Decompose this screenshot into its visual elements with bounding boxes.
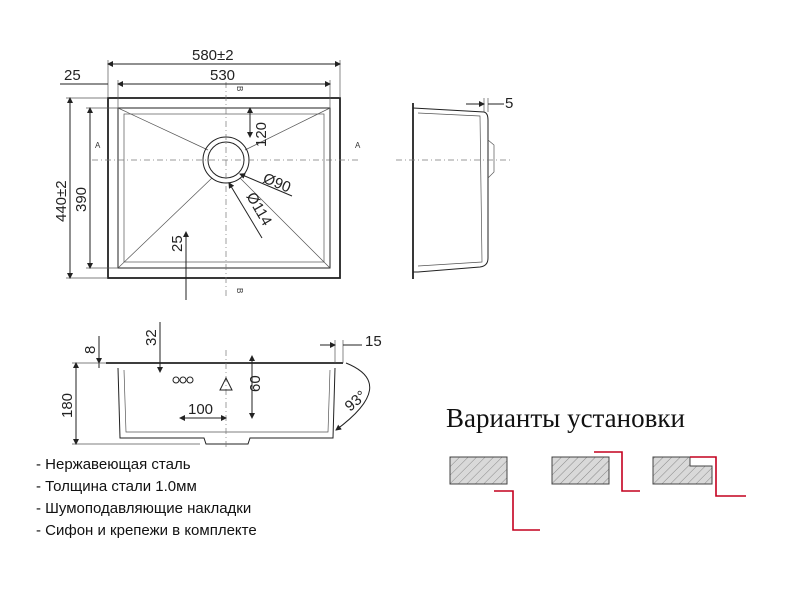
dim-angle: 93° <box>342 387 370 415</box>
dim-flange: 25 <box>64 67 81 84</box>
dim-overflow-width: 100 <box>188 401 213 418</box>
spec-item-material: - Нержавеющая сталь <box>36 456 191 473</box>
dim-outer-width: 580±2 <box>192 47 234 64</box>
dim-drain-offset-top: 120 <box>253 122 270 147</box>
side-view: 5 <box>396 95 513 279</box>
dim-rim: 8 <box>82 346 99 354</box>
install-variant-overmount[interactable] <box>551 451 640 492</box>
section-b-bottom: B <box>235 288 244 293</box>
sink-inner-bowl <box>117 107 331 269</box>
dim-drain-d90: Ø90 <box>261 170 294 196</box>
install-variant-flush[interactable] <box>652 456 746 497</box>
spec-item-siphon: - Сифон и крепежи в комплекте <box>36 522 257 539</box>
spec-list: - Нержавеющая сталь - Толщина стали 1.0м… <box>36 456 257 539</box>
dim-drain-d114: Ø114 <box>243 190 276 229</box>
dim-overflow-height: 60 <box>247 375 264 392</box>
section-a-left: A <box>95 141 101 150</box>
dim-right-flange: 15 <box>365 333 382 350</box>
dim-drain-offset-inner: 25 <box>169 235 186 252</box>
dim-outer-height: 440±2 <box>53 180 70 222</box>
section-a-right: A <box>355 141 361 150</box>
spec-item-noise-pads: - Шумоподавляющие накладки <box>36 500 251 517</box>
install-variant-undermount[interactable] <box>449 456 540 531</box>
sink-outer-outline <box>107 97 341 279</box>
dim-depth: 180 <box>59 393 76 418</box>
spec-item-thickness: - Толщина стали 1.0мм <box>36 478 197 495</box>
install-title: Варианты установки <box>446 403 685 433</box>
dim-inner-height: 390 <box>73 187 90 212</box>
dim-overflow-offset: 32 <box>143 329 160 346</box>
install-variants: Варианты установки <box>446 403 746 531</box>
section-b-top: B <box>235 86 244 91</box>
dim-inner-width: 530 <box>210 67 235 84</box>
front-view: 8 180 32 60 100 15 93° <box>59 322 382 450</box>
dim-side-lip: 5 <box>505 95 513 112</box>
top-view: A A B B 580±2 530 25 440±2 390 120 25 Ø9… <box>53 47 361 300</box>
